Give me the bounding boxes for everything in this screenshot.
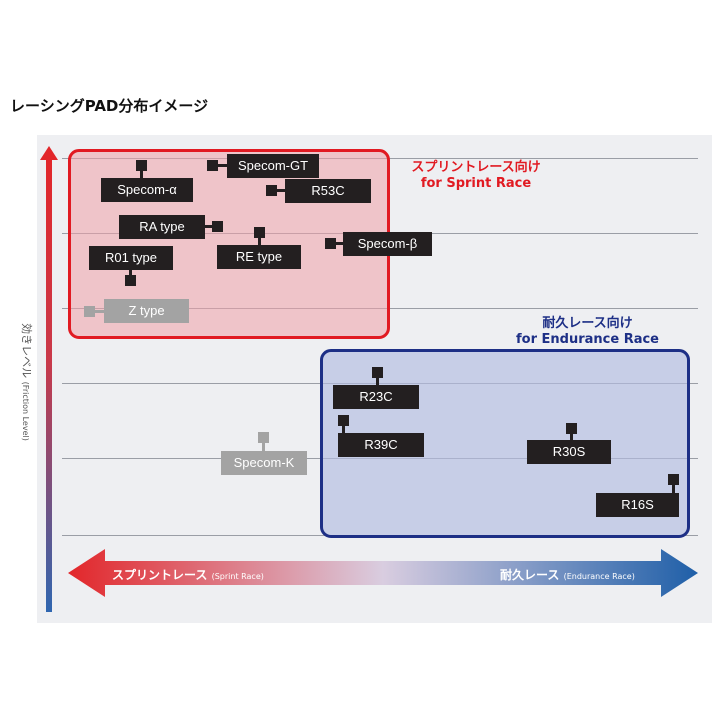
pad-specom-k: Specom-K bbox=[221, 451, 307, 475]
sprint-race-arrow-text: スプリントレース bbox=[112, 568, 208, 582]
pad-r23c: R23C bbox=[333, 385, 419, 409]
endurance-race-arrow-label: 耐久レース (Endurance Race) bbox=[500, 566, 635, 583]
pad-connector bbox=[376, 378, 379, 386]
pad-r39c: R39C bbox=[338, 433, 424, 457]
pad-connector bbox=[336, 242, 344, 245]
endurance-zone-label: 耐久レース向け for Endurance Race bbox=[505, 316, 670, 348]
pad-marker bbox=[125, 275, 136, 286]
race-type-arrow bbox=[68, 549, 698, 597]
pad-specom-alpha: Specom-α bbox=[101, 178, 193, 202]
pad-z-type: Z type bbox=[104, 299, 189, 323]
endurance-zone-title-jp: 耐久レース向け bbox=[542, 316, 633, 331]
page-title: レーシングPAD分布イメージ bbox=[10, 97, 209, 115]
sprint-race-arrow-label: スプリントレース (Sprint Race) bbox=[112, 566, 264, 583]
pad-specom-gt: Specom-GT bbox=[227, 154, 319, 178]
pad-marker bbox=[84, 306, 95, 317]
sprint-race-arrow-sub: (Sprint Race) bbox=[211, 572, 264, 581]
pad-connector bbox=[218, 164, 228, 167]
pad-marker bbox=[254, 227, 265, 238]
pad-connector bbox=[129, 270, 132, 276]
pad-marker bbox=[372, 367, 383, 378]
pad-r16s: R16S bbox=[596, 493, 679, 517]
pad-marker bbox=[325, 238, 336, 249]
pad-marker bbox=[212, 221, 223, 232]
pad-r01-type: R01 type bbox=[89, 246, 173, 270]
endurance-zone-title-en: for Endurance Race bbox=[515, 332, 659, 347]
pad-connector bbox=[570, 434, 573, 441]
sprint-zone-title-en: for Sprint Race bbox=[420, 176, 532, 191]
pad-connector bbox=[277, 189, 286, 192]
y-axis-label-text: 効きレベル bbox=[20, 323, 33, 379]
pad-connector bbox=[205, 225, 213, 228]
pad-marker bbox=[136, 160, 147, 171]
pad-connector bbox=[258, 238, 261, 246]
pad-connector bbox=[95, 310, 105, 313]
endurance-race-arrow-text: 耐久レース bbox=[500, 568, 560, 582]
pad-marker bbox=[566, 423, 577, 434]
endurance-race-arrow-sub: (Endurance Race) bbox=[563, 572, 635, 581]
pad-marker bbox=[258, 432, 269, 443]
pad-marker bbox=[266, 185, 277, 196]
pad-r53c: R53C bbox=[285, 179, 371, 203]
pad-specom-beta: Specom-β bbox=[343, 232, 432, 256]
pad-re-type: RE type bbox=[217, 245, 301, 269]
y-axis-arrow-head bbox=[40, 146, 58, 160]
y-axis-sub-label: (Friction Level) bbox=[21, 381, 30, 441]
pad-ra-type: RA type bbox=[119, 215, 205, 239]
pad-r30s: R30S bbox=[527, 440, 611, 464]
pad-connector bbox=[262, 443, 265, 451]
pad-marker bbox=[668, 474, 679, 485]
sprint-zone-label: スプリントレース向け for Sprint Race bbox=[405, 160, 547, 192]
pad-marker bbox=[207, 160, 218, 171]
y-axis-label: 効きレベル (Friction Level) bbox=[19, 323, 35, 441]
pad-connector bbox=[140, 171, 143, 179]
pad-marker bbox=[338, 415, 349, 426]
sprint-zone-title-jp: スプリントレース向け bbox=[411, 160, 541, 175]
pad-connector bbox=[342, 426, 345, 434]
pad-connector bbox=[672, 485, 675, 494]
y-axis-arrow bbox=[46, 156, 52, 612]
